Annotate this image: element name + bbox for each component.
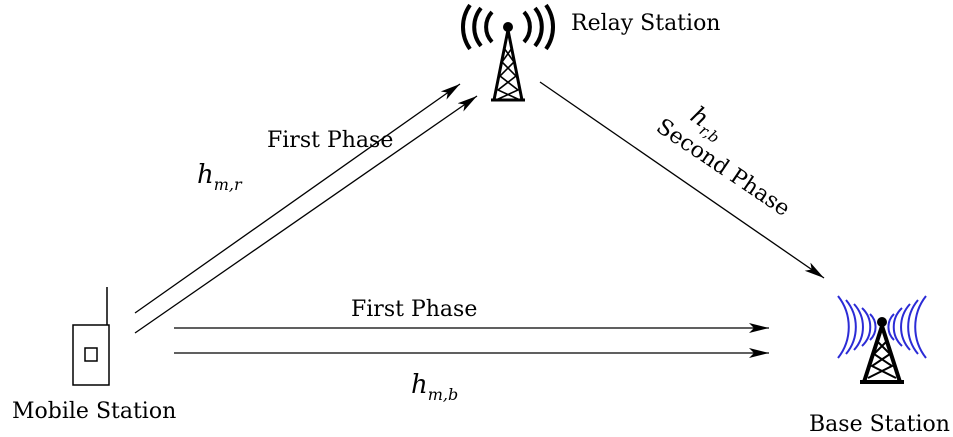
link-relay-to-base <box>539 81 825 279</box>
relay-station-label: Relay Station <box>571 11 720 36</box>
mobile-base-channel-label: hm,b <box>411 370 458 404</box>
base-tower-icon <box>837 295 927 384</box>
mobile-relay-phase-label: First Phase <box>267 128 393 153</box>
relay-base-phase-label: Second Phase <box>652 114 795 222</box>
mobile-relay-channel-label: hm,r <box>197 160 243 194</box>
base-station-label: Base Station <box>809 412 950 437</box>
link-mobile-to-relay <box>134 83 478 334</box>
mobile-phone-icon <box>72 287 110 386</box>
relay-base-arrow <box>539 81 825 279</box>
mobile-station-label: Mobile Station <box>12 399 176 424</box>
mobile-base-phase-label: First Phase <box>351 297 477 322</box>
mobile-relay-arrow-2 <box>134 95 478 334</box>
relay-tower-icon <box>460 3 556 102</box>
mobile-relay-arrow-1 <box>134 83 461 314</box>
link-mobile-to-base <box>174 323 769 358</box>
